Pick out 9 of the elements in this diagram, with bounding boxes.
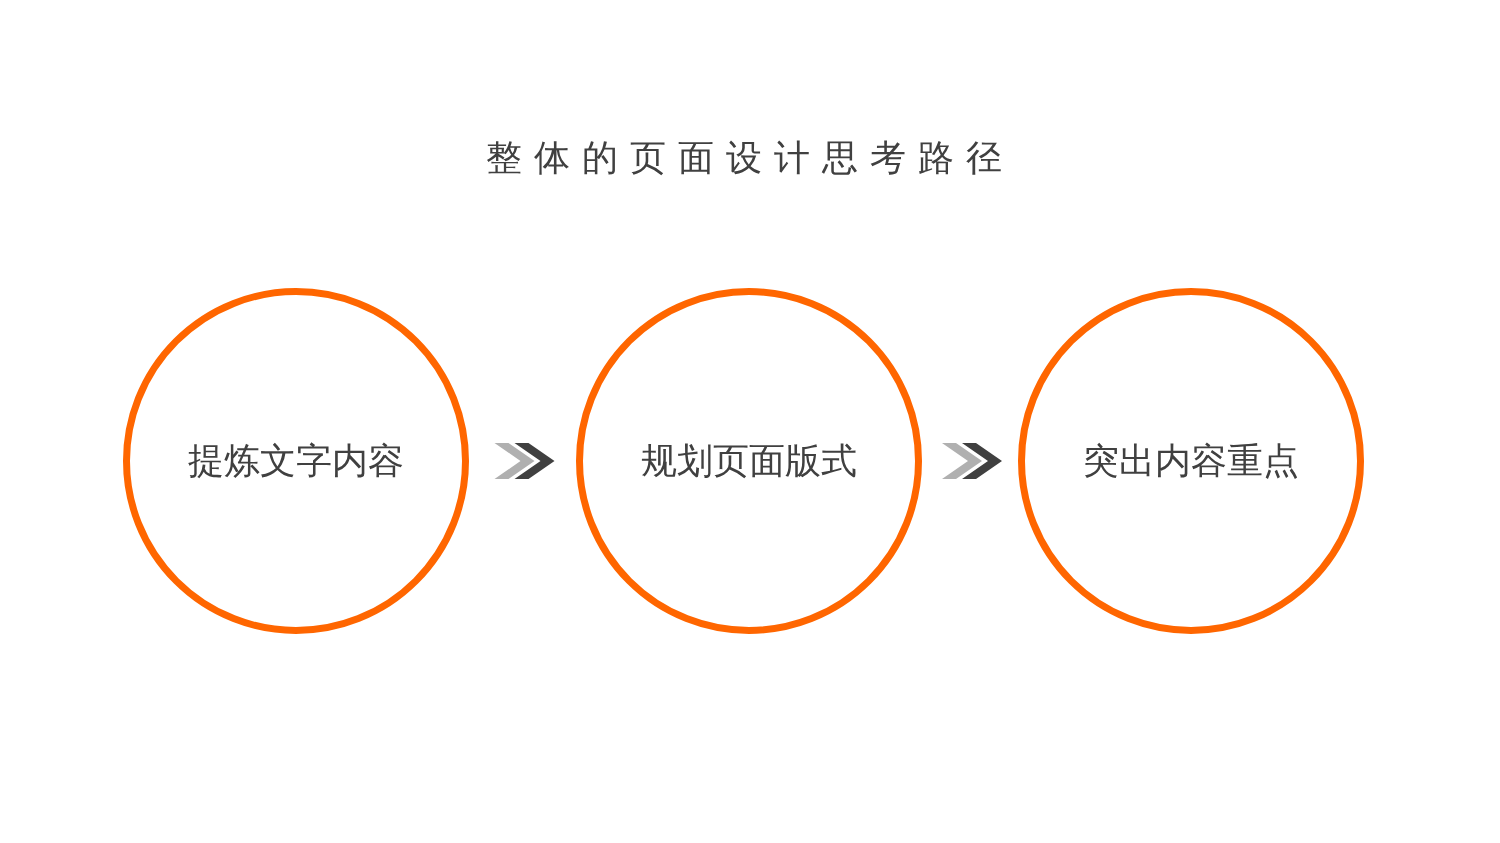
step-label: 提炼文字内容	[188, 438, 404, 483]
diagram-title: 整体的页面设计思考路径	[485, 136, 1015, 180]
step-label: 突出内容重点	[1083, 438, 1299, 483]
step-circle	[576, 288, 922, 634]
double-chevron-arrow	[942, 443, 1002, 479]
step-circle	[1018, 288, 1364, 634]
double-chevron-arrow	[494, 443, 555, 479]
step-label: 规划页面版式	[641, 438, 857, 483]
step-circle	[123, 288, 469, 634]
